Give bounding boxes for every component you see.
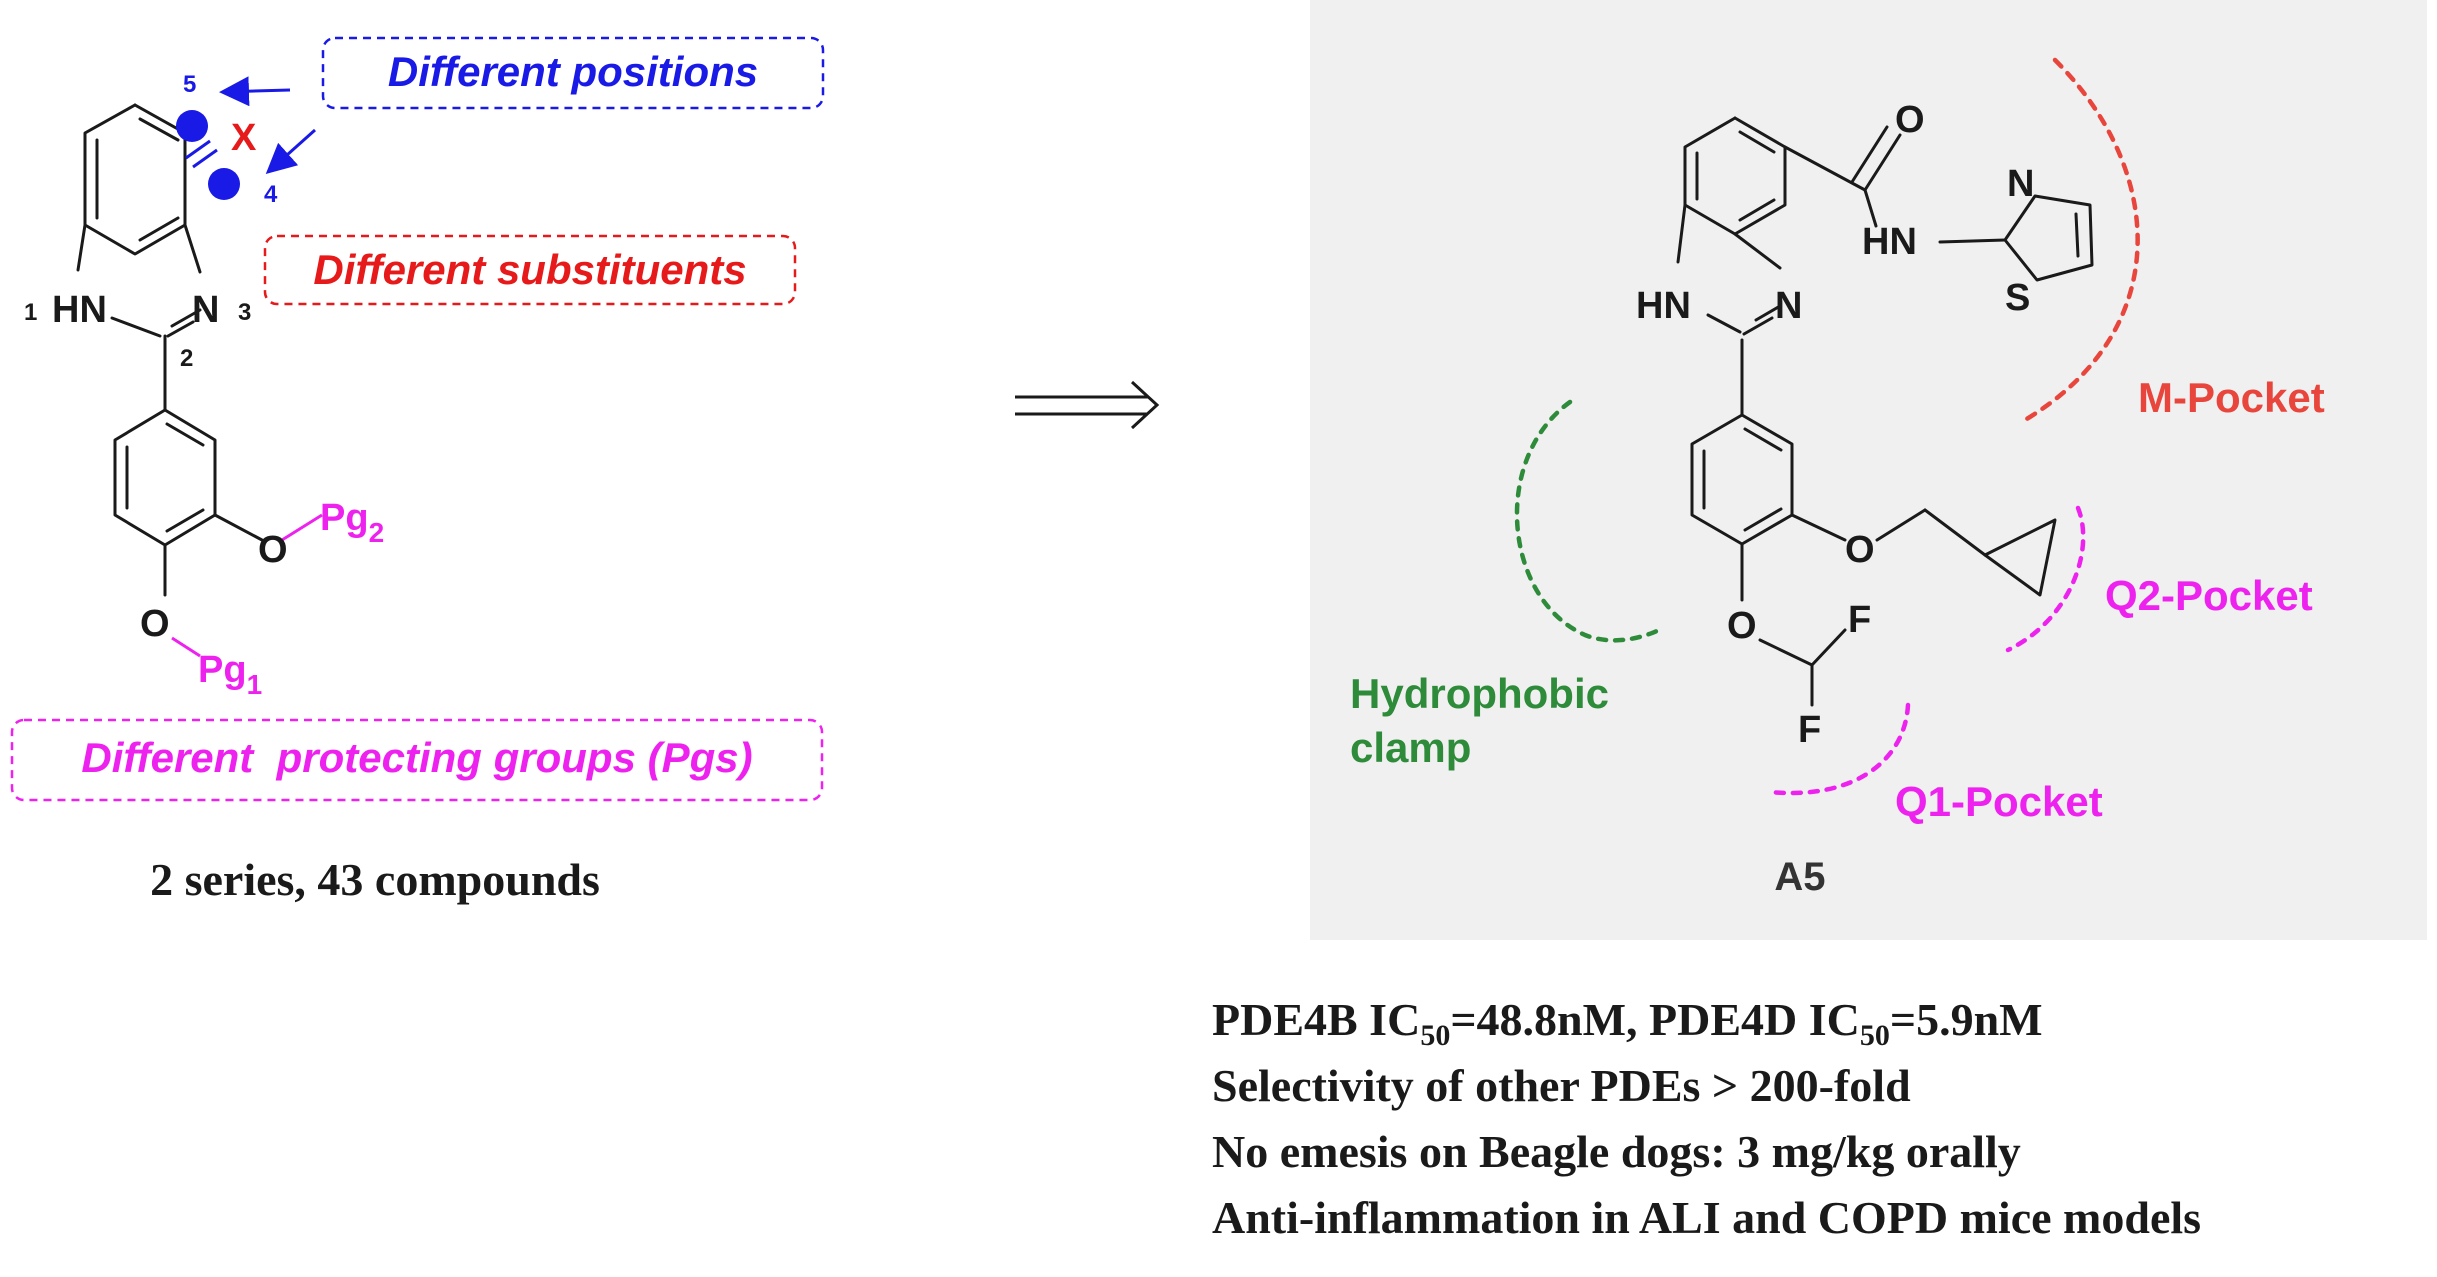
hydrophobic-clamp-arc xyxy=(1514,399,1666,643)
result-ic50-part-c: =5.9nM xyxy=(1890,994,2043,1045)
m-pocket-arc xyxy=(2022,57,2140,423)
atom-pg-lower: Pg1 xyxy=(198,649,262,700)
arrow-to-position-4 xyxy=(265,128,316,174)
label-m-pocket: M-Pocket xyxy=(2138,374,2325,421)
label-different-positions: Different positions xyxy=(388,48,758,95)
result-ic50-part-a: PDE4B IC xyxy=(1212,994,1420,1045)
atom-f-lower: F xyxy=(1798,709,1821,751)
atom-o-upper-left: O xyxy=(258,529,288,571)
atom-n-left: N xyxy=(192,289,219,331)
compound-name: A5 xyxy=(1774,855,1825,899)
pg-lower-subscript: 1 xyxy=(247,669,263,700)
compound-panel xyxy=(1310,0,2427,940)
a5-structure xyxy=(1676,116,2094,707)
position-number-2: 2 xyxy=(180,345,193,372)
atom-hn-left: HN xyxy=(52,289,107,331)
position-number-4: 4 xyxy=(264,181,278,208)
series-summary: 2 series, 43 compounds xyxy=(150,854,600,905)
position-4-dot xyxy=(208,168,240,200)
results-block: PDE4B IC50=48.8nM, PDE4D IC50=5.9nM Sele… xyxy=(1212,994,2201,1243)
result-line-selectivity: Selectivity of other PDEs > 200-fold xyxy=(1212,1060,1911,1111)
atom-hn-ring: HN xyxy=(1636,285,1691,327)
pg-upper-subscript: 2 xyxy=(369,517,385,548)
arrow-to-position-5 xyxy=(219,76,291,107)
atom-n-ring: N xyxy=(1775,285,1802,327)
atom-o-difluoro: O xyxy=(1727,605,1757,647)
atom-s-thiazole: S xyxy=(2005,277,2030,319)
atom-f-upper: F xyxy=(1848,599,1871,641)
result-ic50-sub-a: 50 xyxy=(1420,1019,1450,1052)
q1-pocket-arc xyxy=(1767,702,1911,796)
atom-pg-upper: Pg2 xyxy=(320,497,384,548)
atom-hn-amide: HN xyxy=(1862,221,1917,263)
label-q2-pocket: Q2-Pocket xyxy=(2105,572,2313,619)
result-line-anti-inflammation: Anti-inflammation in ALI and COPD mice m… xyxy=(1212,1192,2201,1243)
position-5-dot xyxy=(176,110,208,142)
substituents-box xyxy=(263,234,797,306)
protecting-groups-box xyxy=(10,718,824,802)
position-number-5: 5 xyxy=(183,71,196,98)
pg-lower-label: Pg xyxy=(198,649,247,691)
q2-pocket-arc xyxy=(2005,505,2086,653)
atom-o-ether: O xyxy=(1845,529,1875,571)
atom-n-thiazole: N xyxy=(2007,163,2034,205)
label-hydrophobic-clamp-line1: Hydrophobic xyxy=(1350,670,1609,717)
result-ic50-sub-b: 50 xyxy=(1860,1019,1890,1052)
retrosynthesis-arrow xyxy=(1015,380,1160,430)
label-different-substituents: Different substituents xyxy=(313,246,746,293)
atom-o-lower-left: O xyxy=(140,603,170,645)
label-different-protecting-groups: Different protecting groups (Pgs) xyxy=(81,734,752,781)
pg-upper-label: Pg xyxy=(320,497,369,539)
result-line-emesis: No emesis on Beagle dogs: 3 mg/kg orally xyxy=(1212,1126,2021,1177)
atom-x-left: X xyxy=(231,117,257,159)
atom-o-carbonyl: O xyxy=(1895,99,1925,141)
positions-box xyxy=(321,36,825,110)
position-number-3: 3 xyxy=(238,299,251,326)
label-hydrophobic-clamp-line2: clamp xyxy=(1350,724,1471,771)
result-ic50-part-b: =48.8nM, PDE4D IC xyxy=(1450,994,1860,1045)
position-number-1: 1 xyxy=(24,299,37,326)
label-q1-pocket: Q1-Pocket xyxy=(1895,778,2103,825)
result-line-ic50: PDE4B IC50=48.8nM, PDE4D IC50=5.9nM xyxy=(1212,994,2043,1052)
left-scaffold-structure xyxy=(76,103,323,658)
